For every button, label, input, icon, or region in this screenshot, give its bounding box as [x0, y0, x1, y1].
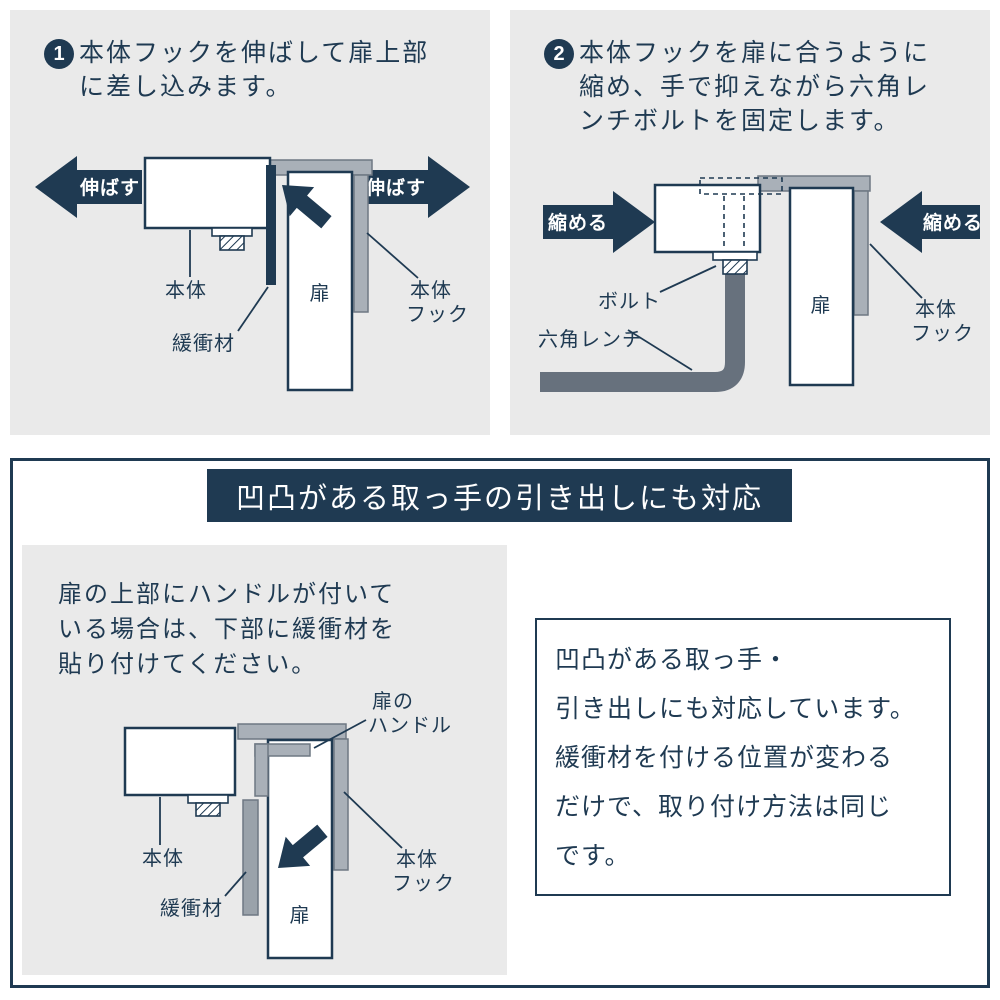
bolt-flange — [187, 794, 229, 804]
bolt-shaft — [722, 259, 748, 275]
door-rect — [788, 186, 855, 387]
label-hook-2: フック — [392, 872, 455, 895]
step2-diagram: 縮める 縮める ボルト 六角レンチ 扉 本体 フック — [538, 175, 983, 392]
leader-line — [313, 719, 367, 749]
feature-info-box: 凹凸がある取っ手・ 引き出しにも対応しています。 緩衝材を付ける位置が変わる だ… — [535, 618, 951, 896]
shrink-arrow-right — [880, 191, 980, 253]
step2-text-line3: ンチボルトを固定します。 — [579, 107, 901, 135]
handle-case-panel: 扉の上部にハンドルが付いて いる場合は、下部に緩衝材を 貼り付けてください。 — [22, 545, 507, 975]
feature-section: 凹凸がある取っ手の引き出しにも対応 扉の上部にハンドルが付いて いる場合は、下部… — [10, 458, 990, 988]
step1-text-line1: 本体フックを伸ばして扉上部 — [79, 39, 430, 67]
extend-arrow-left-label: 伸ばす — [79, 176, 140, 199]
handle-note-line2: いる場合は、下部に緩衝材を — [58, 616, 396, 643]
label-hook-1: 本体 — [915, 298, 957, 321]
label-cushion: 緩衝材 — [172, 332, 235, 355]
hook-side-bar — [853, 190, 869, 316]
hook-top-bar — [237, 723, 347, 740]
label-door: 扉 — [811, 294, 832, 317]
shrink-arrow-right-label: 縮める — [923, 211, 983, 234]
door-rect — [266, 738, 334, 960]
leader-line — [343, 791, 403, 849]
body-rect — [653, 183, 762, 254]
leader-line — [237, 286, 269, 332]
step2-text-line1: 本体フックを扉に合うように — [579, 39, 931, 67]
info-line: だけで、取り付け方法は同じ — [555, 793, 893, 821]
attach-arrow — [278, 824, 328, 868]
bolt-flange — [712, 251, 758, 261]
leader-line — [869, 243, 923, 299]
label-hook-1: 本体 — [410, 279, 452, 302]
label-door: 扉 — [310, 282, 331, 305]
leader-line — [627, 329, 693, 371]
handle-note-line3: 貼り付けてください。 — [58, 651, 318, 678]
hex-wrench-shape — [540, 272, 745, 392]
info-line: 緩衝材を付ける位置が変わる — [555, 744, 894, 772]
door-handle-front — [254, 743, 269, 797]
bolt-shaft — [195, 802, 221, 817]
hook-side-bar — [353, 174, 369, 313]
handle-case-diagram: 扉の ハンドル 本体 緩衝材 扉 本体 フック — [123, 690, 455, 960]
step1-text: 本体フックを伸ばして扉上部 に差し込みます。 — [79, 36, 429, 104]
step2-text: 本体フックを扉に合うように 縮め、手で抑えながら六角レ ンチボルトを固定します。 — [579, 36, 930, 138]
step1-number-badge: 1 — [44, 39, 74, 69]
label-bolt: ボルト — [598, 290, 661, 313]
leader-line — [224, 871, 247, 897]
label-door-handle-1: 扉の — [372, 690, 414, 713]
handle-note-line1: 扉の上部にハンドルが付いて — [58, 581, 396, 608]
label-hook-2: フック — [406, 303, 469, 326]
extend-arrow-right — [363, 156, 470, 218]
label-body: 本体 — [142, 847, 184, 870]
step1-text-line2: に差し込みます。 — [79, 73, 293, 101]
body-rect — [123, 726, 237, 797]
bolt-flange — [211, 227, 253, 237]
label-hook-1: 本体 — [396, 848, 438, 871]
shrink-arrow-left — [543, 191, 655, 253]
step1-heading: 1 本体フックを伸ばして扉上部 に差し込みます。 — [10, 10, 490, 104]
step2-heading: 2 本体フックを扉に合うように 縮め、手で抑えながら六角レ ンチボルトを固定しま… — [510, 10, 990, 138]
step1-diagram: 伸ばす 伸ばす 本体 緩衝材 扉 本体 フック — [35, 156, 470, 392]
label-door: 扉 — [290, 904, 311, 927]
step2-text-line2: 縮め、手で抑えながら六角レ — [579, 73, 931, 101]
info-line: 引き出しにも対応しています。 — [555, 695, 916, 723]
bolt-shaft — [219, 235, 245, 251]
label-cushion: 緩衝材 — [160, 897, 223, 920]
handle-note: 扉の上部にハンドルが付いて いる場合は、下部に緩衝材を 貼り付けてください。 — [22, 545, 507, 682]
step2-number-badge: 2 — [544, 39, 574, 69]
hook-side-bar — [333, 738, 349, 871]
hook-hidden-dashed — [699, 177, 783, 195]
step1-panel: 1 本体フックを伸ばして扉上部 に差し込みます。 伸ばす 伸ばす — [10, 10, 490, 435]
info-line: 凹凸がある取っ手・ — [555, 646, 790, 674]
insert-arrow — [282, 185, 332, 229]
leader-line — [659, 265, 717, 293]
label-body: 本体 — [165, 279, 207, 302]
label-door-handle-2: ハンドル — [368, 715, 452, 737]
leader-line — [366, 232, 419, 279]
label-hex-wrench: 六角レンチ — [538, 328, 643, 351]
shrink-arrow-left-label: 縮める — [548, 211, 608, 234]
info-line: です。 — [555, 842, 631, 870]
cushion-bar — [242, 799, 259, 916]
body-rect — [143, 156, 272, 230]
extend-arrow-right-label: 伸ばす — [365, 176, 426, 199]
feature-header: 凹凸がある取っ手の引き出しにも対応 — [207, 469, 792, 522]
extend-arrow-left — [35, 156, 142, 218]
cushion-bar — [266, 165, 276, 285]
step2-panel: 2 本体フックを扉に合うように 縮め、手で抑えながら六角レ ンチボルトを固定しま… — [510, 10, 990, 435]
label-hook-2: フック — [911, 322, 974, 345]
